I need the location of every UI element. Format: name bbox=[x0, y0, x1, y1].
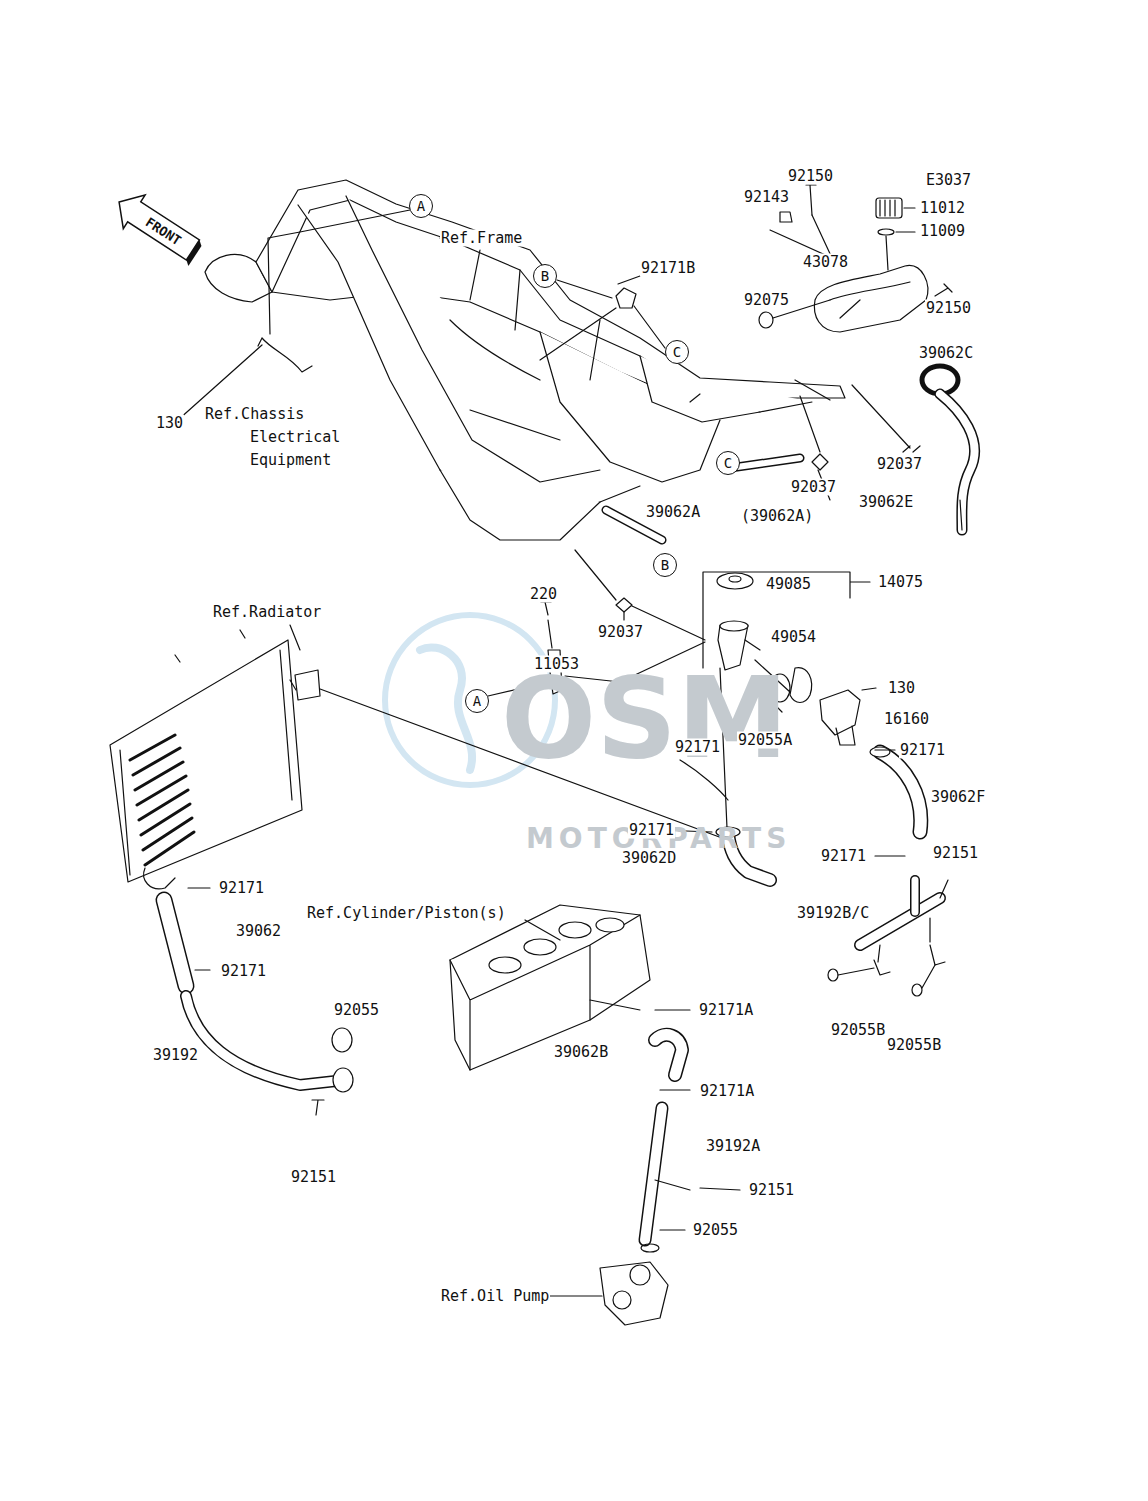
callout-number: (39062A) bbox=[740, 508, 814, 525]
callout-number: 39192 bbox=[152, 1047, 199, 1064]
callout-number: 220 bbox=[529, 586, 558, 603]
callout-number: 130 bbox=[155, 415, 184, 432]
callout-number: 92055B bbox=[830, 1022, 886, 1039]
callout-number: 39062C bbox=[918, 345, 974, 362]
callout-number: 39192B/C bbox=[796, 905, 870, 922]
callout-number: 11012 bbox=[919, 200, 966, 217]
callout-number: 14075 bbox=[877, 574, 924, 591]
cylinder-block bbox=[450, 905, 650, 1070]
callout-number: 92037 bbox=[597, 624, 644, 641]
watermark: OSM bbox=[500, 657, 789, 780]
reference-letter: C bbox=[673, 345, 681, 359]
callout-number: 39062A bbox=[645, 504, 701, 521]
reference-note: Ref.Frame bbox=[440, 230, 523, 247]
callout-number: 92171B bbox=[640, 260, 696, 277]
callout-number: 92055 bbox=[333, 1002, 380, 1019]
callout-number: 39192A bbox=[705, 1138, 761, 1155]
direction-arrow: FRONT bbox=[108, 185, 204, 266]
reference-circle: B bbox=[653, 553, 677, 577]
reference-letter: A bbox=[473, 694, 481, 708]
callout-number: 49054 bbox=[770, 629, 817, 646]
reference-circle: B bbox=[533, 264, 557, 288]
callout-number: 92171 bbox=[218, 880, 265, 897]
reference-note: Ref.Cylinder/Piston(s) bbox=[306, 905, 507, 922]
callout-number: 39062B bbox=[553, 1044, 609, 1061]
callout-number: 92055 bbox=[692, 1222, 739, 1239]
frame bbox=[205, 180, 845, 540]
callout-number: 39062 bbox=[235, 923, 282, 940]
callout-number: 92037 bbox=[876, 456, 923, 473]
callout-number: 43078 bbox=[802, 254, 849, 271]
reference-letter: B bbox=[661, 558, 669, 572]
callout-number: 92150 bbox=[787, 168, 834, 185]
reference-circle: A bbox=[409, 194, 433, 218]
callout-number: 92151 bbox=[932, 845, 979, 862]
reference-note: Ref.Chassis Electrical Equipment bbox=[205, 403, 371, 472]
callout-number: 92171 bbox=[628, 822, 675, 839]
callout-number: 92143 bbox=[743, 189, 790, 206]
reference-note: E3037 bbox=[925, 172, 972, 189]
callout-number: 11053 bbox=[533, 656, 580, 673]
callout-number: 16160 bbox=[883, 711, 930, 728]
callout-number: 92171 bbox=[820, 848, 867, 865]
callout-number: 130 bbox=[887, 680, 916, 697]
callout-number: 39062E bbox=[858, 494, 914, 511]
reference-circle: C bbox=[665, 340, 689, 364]
callout-number: 92150 bbox=[925, 300, 972, 317]
reference-letter: C bbox=[724, 456, 732, 470]
callout-number: 49085 bbox=[765, 576, 812, 593]
callout-number: 92055A bbox=[737, 732, 793, 749]
reference-letter: A bbox=[417, 199, 425, 213]
reference-circle: A bbox=[465, 689, 489, 713]
callout-number: 92037 bbox=[790, 479, 837, 496]
oil-pump bbox=[535, 1262, 668, 1325]
callout-number: 92055B bbox=[886, 1037, 942, 1054]
reference-note: Ref.Radiator bbox=[212, 604, 322, 621]
callout-number: 92075 bbox=[743, 292, 790, 309]
callout-number: 92171A bbox=[698, 1002, 754, 1019]
callout-number: 92171A bbox=[699, 1083, 755, 1100]
callout-number: 11009 bbox=[919, 223, 966, 240]
arrow-shape bbox=[108, 185, 204, 266]
callout-number: 39062D bbox=[621, 850, 677, 867]
reference-letter: B bbox=[541, 269, 549, 283]
reference-note: Ref.Oil Pump bbox=[440, 1288, 550, 1305]
callout-number: 92151 bbox=[748, 1182, 795, 1199]
callout-number: 92171 bbox=[674, 739, 721, 756]
callout-number: 92171 bbox=[220, 963, 267, 980]
reference-circle: C bbox=[716, 451, 740, 475]
radiator bbox=[110, 630, 320, 889]
callout-number: 92171 bbox=[899, 742, 946, 759]
callout-number: 39062F bbox=[930, 789, 986, 806]
arrow-shadow bbox=[184, 240, 203, 266]
callout-number: 92151 bbox=[290, 1169, 337, 1186]
